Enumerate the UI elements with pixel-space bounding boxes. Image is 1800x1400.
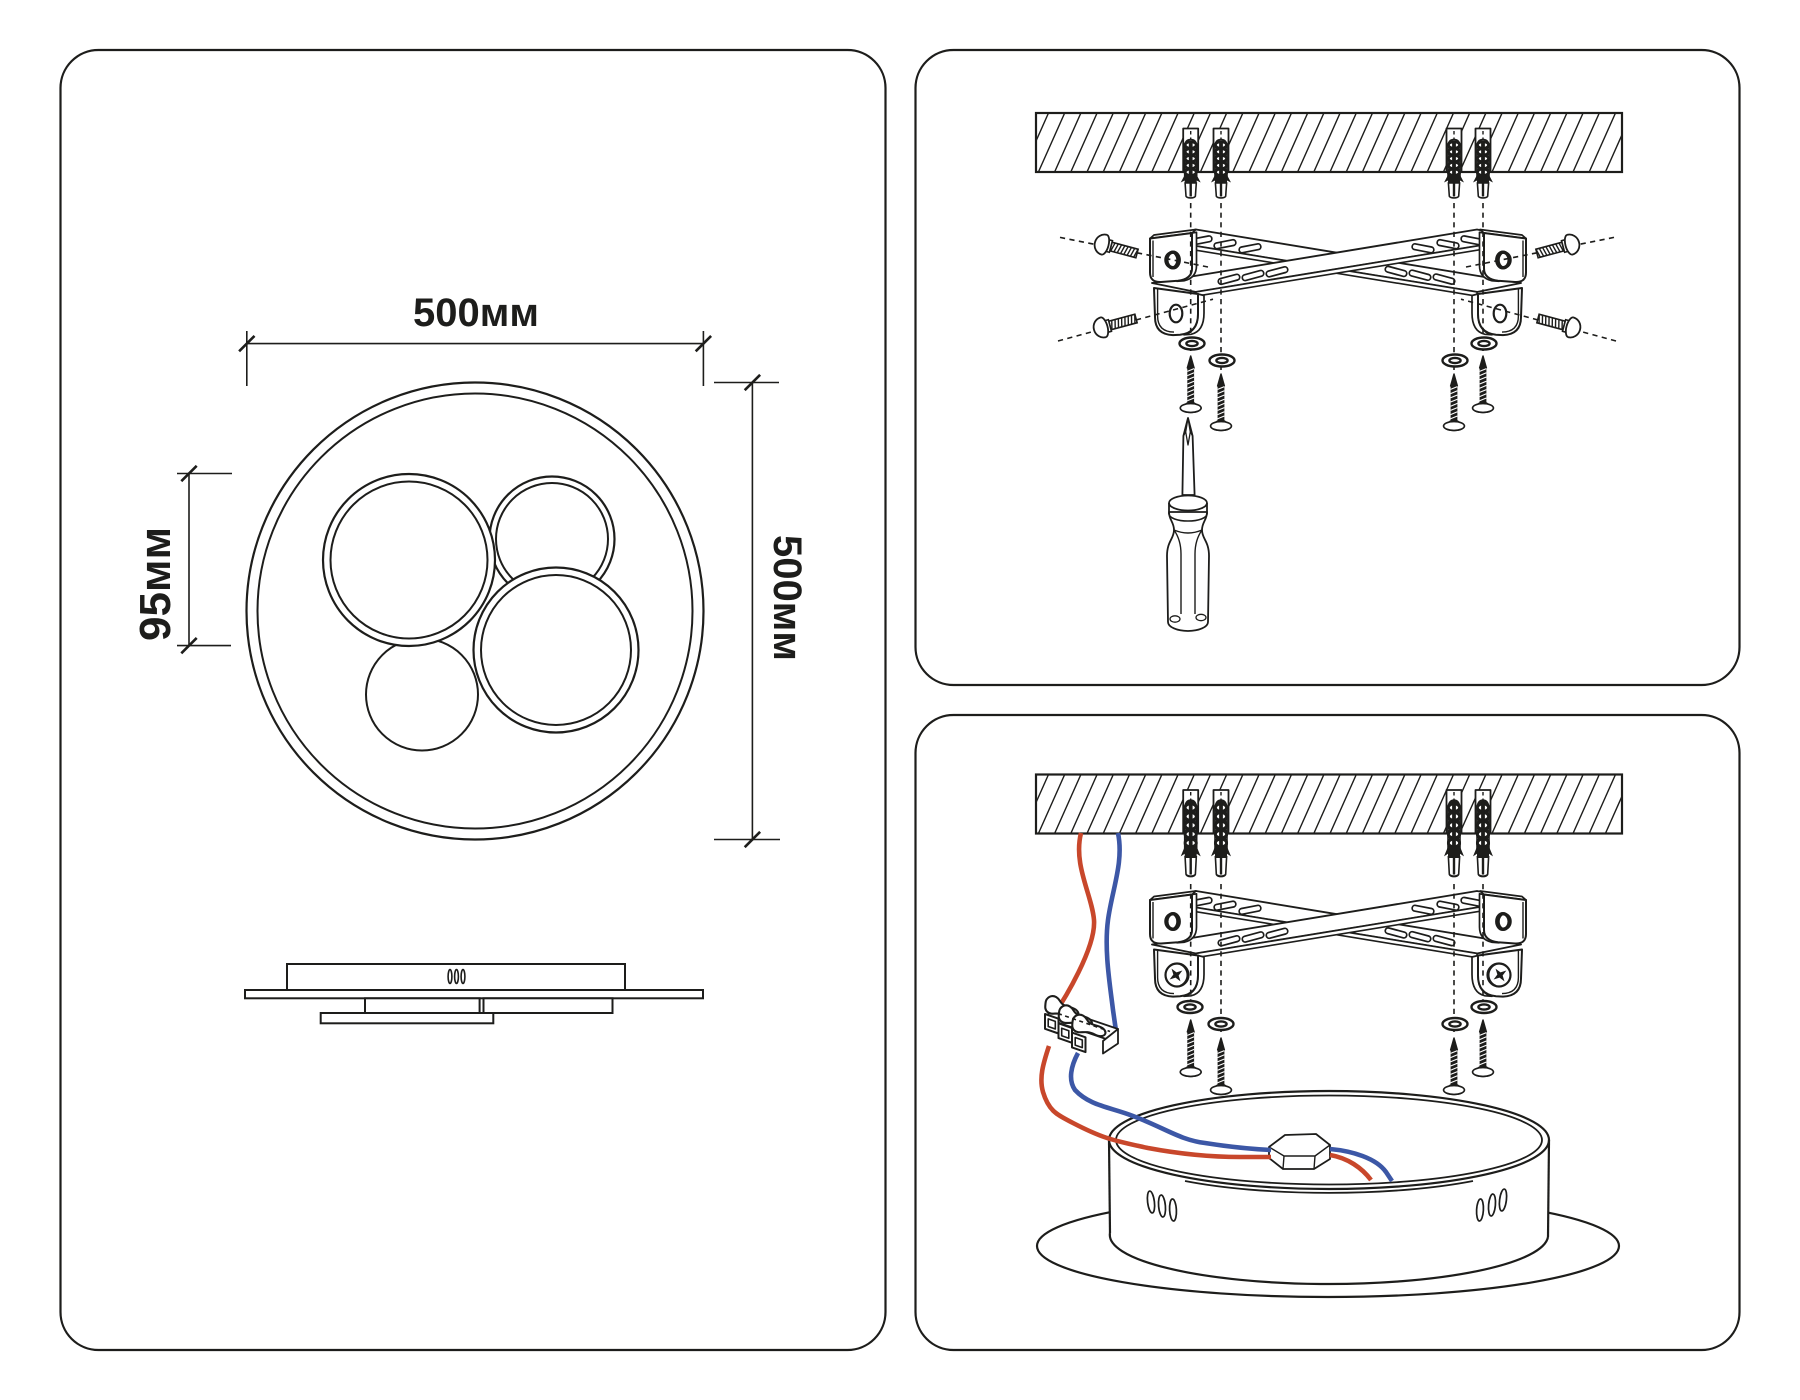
svg-text:500мм: 500мм (765, 535, 809, 661)
svg-text:95мм: 95мм (131, 527, 180, 641)
svg-text:500мм: 500мм (413, 291, 539, 335)
